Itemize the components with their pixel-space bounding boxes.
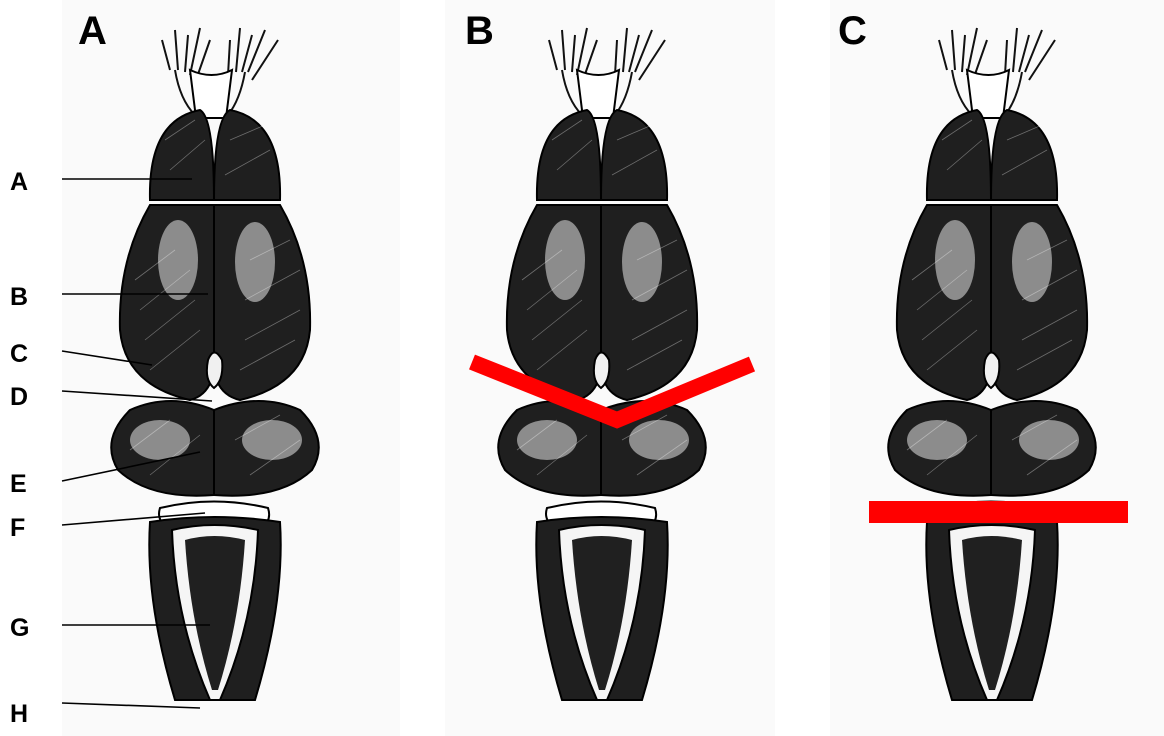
structure-label-a: A — [10, 168, 28, 196]
structure-label-b: B — [10, 283, 28, 311]
panel-letter-c: C — [838, 9, 867, 53]
panel-letter-a: A — [78, 9, 107, 53]
cut-line-horizontal — [869, 501, 1128, 523]
panel-b: B — [445, 0, 775, 736]
structure-label-c: C — [10, 340, 28, 368]
structure-label-e: E — [10, 470, 27, 498]
structure-label-d: D — [10, 383, 28, 411]
structure-label-h: H — [10, 700, 28, 728]
panel-a: A A B C D E F G H — [10, 0, 400, 736]
structure-label-g: G — [10, 614, 29, 642]
panel-c: C — [830, 0, 1164, 736]
structure-label-f: F — [10, 514, 25, 542]
panel-letter-b: B — [465, 9, 494, 53]
